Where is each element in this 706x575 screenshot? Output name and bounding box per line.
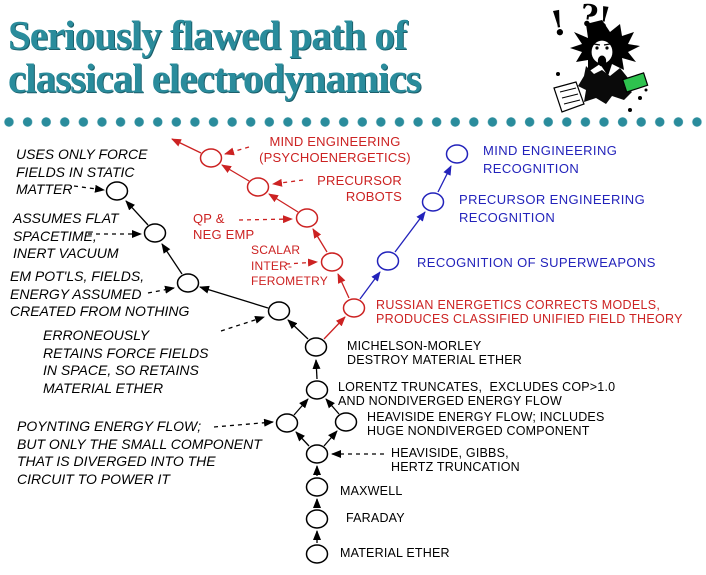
node-michelson-morley [304, 337, 328, 357]
node-poynting [275, 413, 299, 433]
edge-russian-scalar [337, 273, 350, 299]
edge-assumes-usesonly [125, 200, 149, 226]
node-maxwell [305, 477, 329, 497]
cartoon-body [578, 66, 632, 104]
node-precursor-robots [246, 177, 270, 197]
black-edges [125, 200, 340, 543]
node-lorentz [305, 380, 329, 400]
cartoon-green-book [621, 72, 649, 93]
dashed-erroneously [220, 315, 265, 332]
node-uses-only-force [105, 181, 129, 201]
node-precursor-engineering-recognition [421, 192, 445, 212]
node-heaviside-energy-flow [334, 412, 358, 432]
cartoon-group [553, 20, 649, 113]
edge-lorentz-michelson [312, 359, 321, 380]
label-heaviside-energy-flow: HEAVISIDE ENERGY FLOW; INCLUDES HUGE NON… [367, 410, 605, 438]
edge-qp-robots [268, 193, 299, 213]
dashed-scalar [285, 258, 318, 267]
node-qp-neg-emp [295, 208, 319, 228]
edge-heavisideflow-lorentz [325, 398, 340, 415]
node-erroneously-retains [267, 301, 291, 321]
node-recognition-superweapons [376, 251, 400, 271]
black-dashed-arrows [73, 184, 384, 458]
cartoon-brow-left [593, 43, 601, 46]
label-michelson-morley: MICHELSON-MORLEY DESTROY MATERIAL ETHER [347, 339, 523, 367]
red-edges [171, 138, 350, 340]
edge-hgh-poynting [295, 431, 310, 447]
cartoon-papers [553, 81, 585, 113]
label-scalar-interferometry: SCALAR INTER- FEROMETRY [251, 243, 328, 288]
label-qp-neg-emp: QP & NEG EMP [193, 211, 255, 242]
node-mind-engineering-recognition [445, 144, 469, 164]
label-material-ether: MATERIAL ETHER [340, 546, 450, 560]
edge-erroneously-empotls [199, 285, 269, 309]
edge-michelson-russian [323, 316, 346, 340]
edge-precrec-mindrec [437, 165, 452, 193]
edge-mind-continues [171, 138, 202, 154]
edge-empotls-assumes [161, 243, 183, 275]
note-erroneously: ERRONEOUSLY RETAINS FORCE FIELDS IN SPAC… [43, 327, 209, 396]
label-precursor-robots: PRECURSOR ROBOTS [317, 173, 402, 204]
cartoon-ink-speck-3 [628, 108, 632, 112]
node-scalar-interferometry [320, 252, 344, 272]
node-assumes-flat [143, 223, 167, 243]
blue-edges [359, 165, 452, 300]
edge-scalar-qp [312, 228, 328, 253]
edge-superweapons-precrec [394, 211, 426, 253]
note-uses-only-force: USES ONLY FORCE FIELDS IN STATIC MATTER [16, 146, 148, 197]
page-title: Seriously flawed path of classical elect… [8, 12, 422, 101]
label-precursor-engineering-recognition: PRECURSOR ENGINEERING RECOGNITION [459, 192, 646, 225]
label-maxwell: MAXWELL [340, 484, 403, 498]
node-faraday [305, 509, 329, 529]
nodes [105, 144, 469, 564]
dashed-robots [272, 178, 304, 187]
node-heaviside-gibbs-hertz [305, 444, 329, 464]
cartoon-eye-left [595, 46, 599, 50]
title-line-1: Seriously flawed path of [8, 12, 408, 58]
cartoon-brow-right [603, 43, 611, 46]
dashed-qp [238, 215, 293, 224]
edge-poynting-lorentz [293, 398, 309, 416]
label-mind-engineering: MIND ENGINEERING (PSYCHOENERGETICS) [259, 134, 411, 165]
cartoon-ink-speck-2 [644, 88, 648, 92]
label-heaviside-gibbs-hertz: HEAVISIDE, GIBBS, HERTZ TRUNCATION [391, 446, 520, 474]
edge-robots-mind [221, 164, 250, 182]
edge-hgh-heavisideflow [323, 430, 338, 447]
dashed-usesonly [73, 184, 105, 193]
dashed-poynting [213, 418, 274, 428]
cartoon-ink-speck-4 [556, 72, 560, 76]
cartoon-mouth [597, 55, 607, 67]
label-mind-engineering-recognition: MIND ENGINEERING RECOGNITION [483, 143, 618, 176]
cartoon-eye-right [605, 46, 609, 50]
cartoon-paper-lines [559, 87, 581, 105]
red-nodes [199, 148, 366, 318]
edge-michelson-erroneously [287, 319, 309, 340]
node-russian-energetics [342, 298, 366, 318]
label-faraday: FARADAY [346, 511, 405, 525]
black-nodes [105, 181, 358, 564]
cartoon-ink-speck-1 [638, 96, 642, 100]
blue-nodes [376, 144, 469, 271]
edge-russian-superweapons [359, 271, 381, 300]
label-lorentz: LORENTZ TRUNCATES, EXCLUDES COP>1.0 AND … [338, 380, 616, 408]
label-russian-energetics: RUSSIAN ENERGETICS CORRECTS MODELS, PROD… [376, 298, 683, 326]
title-line-2: classical electrodynamics [8, 55, 422, 101]
node-em-potls [176, 273, 200, 293]
note-em-potls: EM POT'LS, FIELDS, ENERGY ASSUMED CREATE… [10, 268, 190, 319]
shocked-man-cartoon-icon [553, 20, 649, 113]
dotted-divider [0, 114, 706, 129]
node-mind-engineering [199, 148, 223, 168]
note-poynting: POYNTING ENERGY FLOW; BUT ONLY THE SMALL… [17, 418, 262, 487]
note-assumes-flat: ASSUMES FLAT SPACETIME, INERT VACUUM [13, 210, 119, 261]
red-dashed-arrows [224, 146, 318, 267]
label-recognition-of-superweapons: RECOGNITION OF SUPERWEAPONS [417, 255, 656, 270]
node-material-ether [305, 544, 329, 564]
